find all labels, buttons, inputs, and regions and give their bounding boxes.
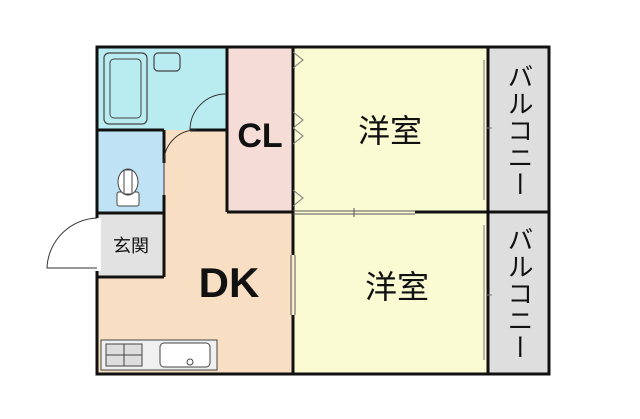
toilet-fixture: [116, 168, 140, 207]
walls: [95, 45, 551, 376]
bath-door-swing: [189, 93, 227, 131]
closet-label: CL: [237, 117, 282, 155]
bathtub: [103, 52, 148, 125]
kitchen-counter: [100, 339, 218, 371]
closet: [228, 48, 293, 212]
dk-label: DK: [199, 259, 260, 306]
washbasin: [153, 52, 181, 72]
western-room-lower-label: 洋室: [365, 268, 429, 306]
balcony-lower: [488, 212, 548, 373]
entrance: [98, 214, 164, 277]
western-room-lower: [293, 212, 488, 373]
western-room-upper-label: 洋室: [358, 112, 422, 150]
balcony-lower-label: バルコニー: [503, 226, 533, 361]
entrance-door-gap: [95, 218, 101, 271]
western-room-upper: [293, 48, 488, 212]
entrance-label: 玄関: [113, 236, 149, 257]
bathroom: [98, 48, 226, 130]
closet-doors: [292, 51, 304, 207]
dk-room-door: [290, 255, 296, 315]
balcony-upper: [488, 48, 548, 212]
balcony-windows: [483, 60, 492, 360]
balcony-upper-label: バルコニー: [503, 63, 533, 198]
toilet-door-swing: [163, 129, 197, 164]
entrance-door-swing: [46, 217, 98, 269]
sliding-door: [293, 208, 415, 217]
